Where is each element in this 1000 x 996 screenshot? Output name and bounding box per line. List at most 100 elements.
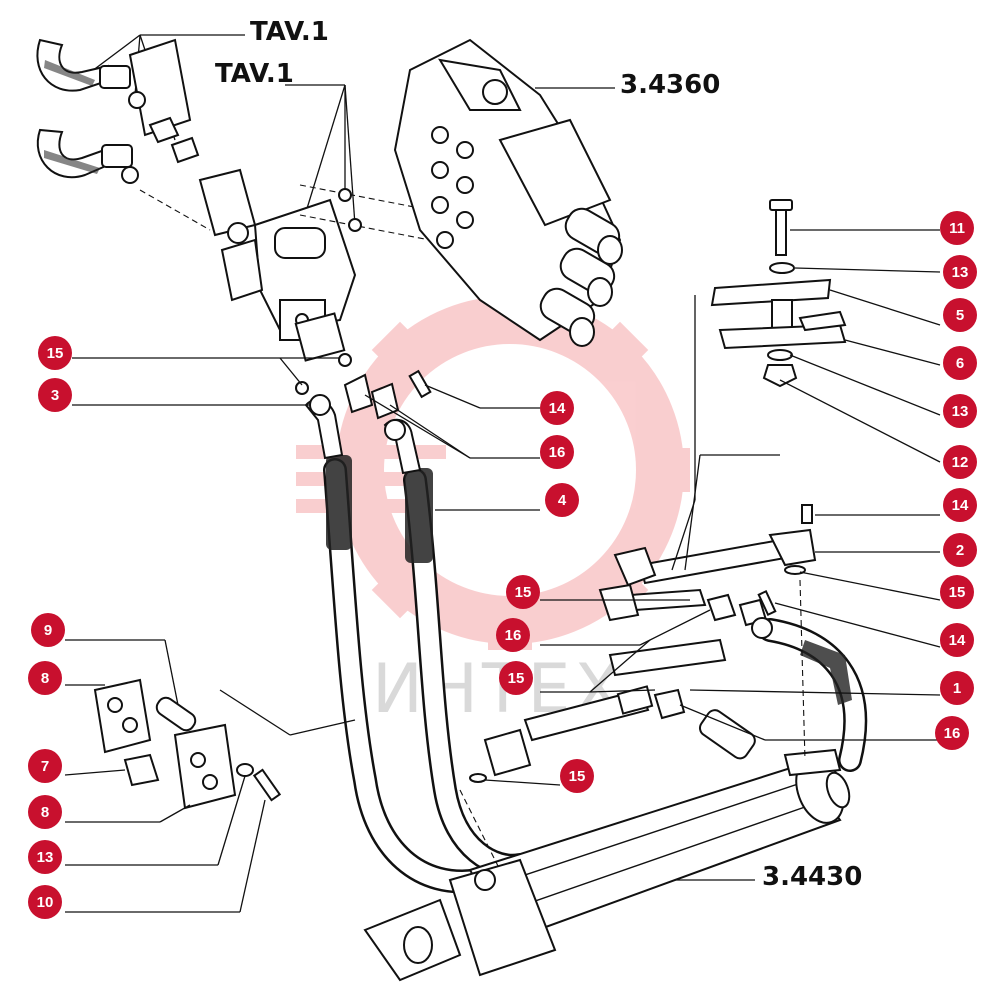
plate-6 xyxy=(718,323,847,350)
top-left-hose-group xyxy=(36,38,211,231)
spacer xyxy=(771,299,793,331)
svg-text:15: 15 xyxy=(508,670,525,687)
callout-3: 3 xyxy=(38,378,72,412)
svg-text:11: 11 xyxy=(949,220,965,237)
ref-label-distributor: 3.4360 xyxy=(620,70,720,100)
callout-11: 11 xyxy=(940,211,974,245)
leader-tav-second-a xyxy=(304,84,346,216)
valve-block-assembly xyxy=(198,168,431,362)
distributor-ports xyxy=(431,126,474,249)
screw-14c xyxy=(757,590,777,616)
pipe-2-elbow xyxy=(768,528,817,567)
callout-16: 16 xyxy=(540,435,574,469)
screw-14b xyxy=(801,504,813,524)
cylinder-head-port xyxy=(474,869,496,891)
clamp-half-a xyxy=(148,116,180,144)
svg-text:14: 14 xyxy=(949,632,966,649)
svg-text:13: 13 xyxy=(952,403,969,420)
callout-14: 14 xyxy=(940,623,974,657)
nut-pipe-short xyxy=(598,583,640,622)
callout-2: 2 xyxy=(943,533,977,567)
svg-text:7: 7 xyxy=(41,758,49,775)
distributor-3-4360 xyxy=(393,38,623,347)
callout-13: 13 xyxy=(943,255,977,289)
washer-tav-a xyxy=(338,188,352,202)
washer-15e xyxy=(469,773,487,783)
callout-15: 15 xyxy=(560,759,594,793)
callout-4: 4 xyxy=(545,483,579,517)
washer-15b xyxy=(338,353,352,367)
callout-badges: 15 3 14 16 4 11 13 5 6 13 12 14 2 15 14 … xyxy=(28,211,977,919)
clamp-16d xyxy=(653,688,686,720)
grommet-7 xyxy=(123,753,160,787)
pipe-lower-fitting xyxy=(483,728,532,777)
clevis-hole xyxy=(403,926,433,964)
svg-text:12: 12 xyxy=(952,454,969,471)
svg-text:5: 5 xyxy=(956,307,964,324)
callout-15: 15 xyxy=(499,661,533,695)
svg-text:10: 10 xyxy=(37,894,54,911)
right-pipe-assembly xyxy=(469,504,868,783)
cylinder-head xyxy=(448,858,557,977)
clamp-block-8b xyxy=(173,723,237,810)
ref-label-cylinder: 3.4430 xyxy=(762,862,862,892)
svg-text:2: 2 xyxy=(956,542,964,559)
valve-lower-block xyxy=(294,312,346,362)
svg-text:16: 16 xyxy=(505,627,522,644)
callout-15: 15 xyxy=(940,575,974,609)
cylinder-fitting xyxy=(698,709,756,760)
svg-text:4: 4 xyxy=(558,492,567,509)
pipe-lower xyxy=(523,688,650,742)
cylinder-3-4430 xyxy=(363,748,851,982)
washer-13a xyxy=(769,262,795,274)
clamp-16c xyxy=(706,593,737,622)
nut-pipe-2 xyxy=(613,546,657,587)
leader-tav-second-c xyxy=(344,84,356,226)
nut-12 xyxy=(762,364,798,388)
valve-flange xyxy=(198,168,257,237)
callout-9: 9 xyxy=(31,613,65,647)
svg-text:1: 1 xyxy=(953,680,961,697)
svg-text:9: 9 xyxy=(44,622,52,639)
lower-hose-fitting xyxy=(101,144,133,168)
svg-text:13: 13 xyxy=(952,264,969,281)
svg-text:8: 8 xyxy=(41,670,49,687)
svg-text:13: 13 xyxy=(37,849,54,866)
svg-text:16: 16 xyxy=(549,444,566,461)
svg-text:15: 15 xyxy=(47,345,64,362)
screw-14a xyxy=(408,369,432,399)
callout-6: 6 xyxy=(943,346,977,380)
top-nut-a xyxy=(128,91,146,109)
main-hose-right-inner xyxy=(405,470,530,876)
callout-13: 13 xyxy=(943,394,977,428)
ref-label-tav-top: TAV.1 xyxy=(250,17,329,47)
callout-10: 10 xyxy=(28,885,62,919)
washer-tav-b xyxy=(348,218,362,232)
svg-text:14: 14 xyxy=(952,497,969,514)
distributor-spools xyxy=(539,207,623,347)
cylinder-port-top xyxy=(783,748,842,777)
callout-14: 14 xyxy=(540,391,574,425)
upper-hose-fitting xyxy=(99,65,131,89)
svg-text:8: 8 xyxy=(41,804,49,821)
bolt-11 xyxy=(775,204,787,256)
pipe-1 xyxy=(608,638,727,677)
clamp-16a xyxy=(343,373,374,414)
callout-14: 14 xyxy=(943,488,977,522)
hose-sleeve-right xyxy=(405,468,433,563)
clamp-kit xyxy=(93,678,356,810)
callout-13: 13 xyxy=(28,840,62,874)
clamp-block-8a xyxy=(93,678,152,754)
svg-text:15: 15 xyxy=(949,584,966,601)
washer-13c xyxy=(236,763,254,777)
svg-text:16: 16 xyxy=(944,725,961,742)
svg-text:14: 14 xyxy=(549,400,566,417)
bracket-assembly xyxy=(710,199,847,388)
callout-8: 8 xyxy=(28,795,62,829)
callout-15: 15 xyxy=(38,336,72,370)
callout-5: 5 xyxy=(943,298,977,332)
washer-13b xyxy=(767,349,793,361)
distributor-cover xyxy=(498,118,612,227)
plate-5 xyxy=(710,278,832,307)
